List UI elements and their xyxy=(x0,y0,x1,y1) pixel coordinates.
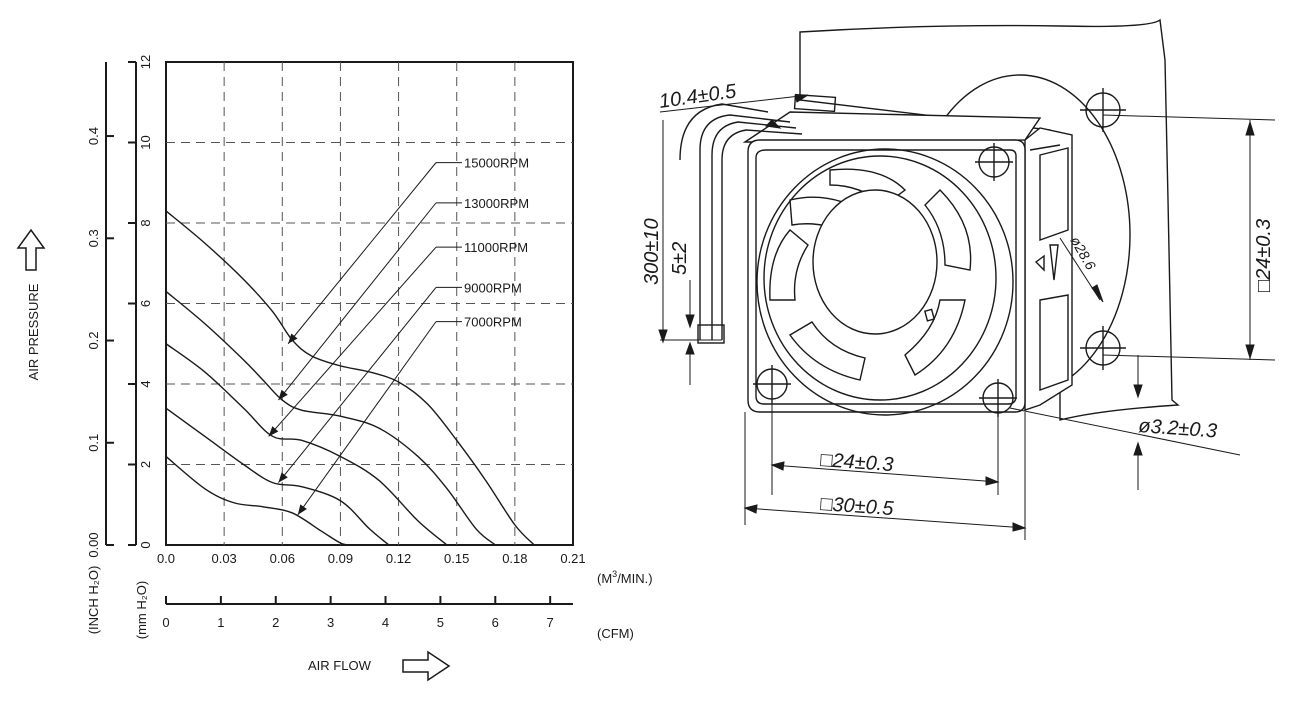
leader-arrow-icon xyxy=(297,504,307,515)
dimension-lines xyxy=(658,94,1276,540)
y-tick-mm-label: 10 xyxy=(138,135,153,149)
series-label: 9000RPM xyxy=(464,280,522,295)
x-tick-label: 0.0 xyxy=(157,551,175,566)
x-ticks-m3: 0.0 0.03 0.06 0.09 0.12 0.15 0.18 0.21 xyxy=(157,551,586,566)
x-tick-label: 0.03 xyxy=(211,551,236,566)
x-tick-label: 0.15 xyxy=(444,551,469,566)
x2-tick-label: 2 xyxy=(272,615,279,630)
x-tick-label: 0.21 xyxy=(560,551,585,566)
y-tick-mm-label: 0 xyxy=(138,541,153,548)
y-ticks-inch: 0.00 0.1 0.2 0.3 0.4 xyxy=(86,127,114,558)
y-tick-mm-label: 4 xyxy=(138,380,153,387)
leader-arrow-icon xyxy=(278,389,288,401)
x-ticks-cfm: 0 1 2 3 4 5 6 7 xyxy=(162,596,554,630)
y-tick-inch-label: 0.1 xyxy=(86,434,101,452)
venturi-outer xyxy=(756,148,1014,416)
lead-wires xyxy=(679,103,803,344)
series-label: 15000RPM xyxy=(464,156,529,171)
x2-tick-label: 6 xyxy=(492,615,499,630)
x2-tick-label: 4 xyxy=(382,615,389,630)
hub-mark xyxy=(923,308,936,322)
y-tick-inch-label: 0.3 xyxy=(86,229,101,247)
x2-tick-label: 0 xyxy=(162,615,169,630)
frame-hole-br xyxy=(979,379,1017,417)
series-line xyxy=(165,343,448,546)
dim-strip: 5±2 xyxy=(669,242,691,275)
leader-line xyxy=(278,287,437,483)
arrow-right-icon xyxy=(402,650,451,682)
leader-line xyxy=(278,202,437,401)
series-labels: 15000RPM 13000RPM 11000RPM 9000RPM 7000RPM xyxy=(268,156,529,516)
series-curves xyxy=(165,210,535,546)
x2-tick-label: 7 xyxy=(547,615,554,630)
plate-hole-top xyxy=(1080,88,1126,132)
y-unit-inch-label: (INCH H₂O) xyxy=(86,566,101,635)
arrow-up-icon xyxy=(16,228,46,271)
frame-hole-bl xyxy=(753,365,791,403)
leader-arrow-icon xyxy=(278,472,288,483)
leader-arrow-icon xyxy=(288,333,298,344)
top-clip xyxy=(793,93,837,113)
series-label: 7000RPM xyxy=(464,315,522,330)
y-tick-inch-label: 0.2 xyxy=(86,331,101,349)
x2-tick-label: 1 xyxy=(217,615,224,630)
x-tick-label: 0.18 xyxy=(502,551,527,566)
fan-frame-inner xyxy=(755,149,1017,405)
y-tick-mm-label: 8 xyxy=(138,219,153,226)
y-tick-inch-label: 0.4 xyxy=(86,127,101,145)
x2-unit-label: (CFM) xyxy=(597,626,634,641)
dim-hole-pitch-h: □24±0.3 xyxy=(820,449,894,476)
dim-frame: □30±0.5 xyxy=(820,493,895,520)
plate-hole-bottom xyxy=(1080,326,1126,370)
y-tick-mm-label: 6 xyxy=(138,300,153,307)
dim-cable-length: 300±10 xyxy=(641,218,663,285)
series-line xyxy=(165,407,390,546)
x-axis-title: AIR FLOW xyxy=(308,658,372,673)
series-label: 11000RPM xyxy=(464,240,528,255)
mounting-plate xyxy=(799,18,1180,421)
x-tick-label: 0.12 xyxy=(386,551,411,566)
dimension-labels: 10.4±0.5 300±10 5±2 □24±0.3 □24±0.3 □30±… xyxy=(641,80,1275,520)
x-unit-label: (M3/MIN.) xyxy=(597,569,653,586)
dim-hole: ø3.2±0.3 xyxy=(1138,415,1218,442)
x2-tick-label: 3 xyxy=(327,615,334,630)
y-unit-mm-label: (mm H₂O) xyxy=(134,581,149,639)
side-window-bottom xyxy=(1039,294,1069,391)
y-axis-title: AIR PRESSURE xyxy=(26,283,41,380)
side-window-top xyxy=(1039,147,1069,241)
series-label: 13000RPM xyxy=(464,196,529,211)
series-line xyxy=(165,455,351,546)
venturi-inner xyxy=(763,155,997,401)
side-slot-top xyxy=(1029,144,1061,151)
x2-tick-label: 5 xyxy=(437,615,444,630)
series-line xyxy=(165,290,496,546)
series-line xyxy=(165,210,535,546)
frame-hole-tl xyxy=(975,143,1013,181)
leader-line xyxy=(297,321,437,516)
grid-lines xyxy=(166,62,573,545)
x-tick-label: 0.09 xyxy=(328,551,353,566)
fan-hub xyxy=(812,189,938,335)
fan-side xyxy=(1024,127,1073,411)
airflow-arrow-icon xyxy=(1049,244,1059,281)
fan-blades xyxy=(769,168,972,381)
fan-dimension-drawing xyxy=(679,18,1180,421)
leader-line xyxy=(268,246,437,437)
y-tick-inch-label: 0.00 xyxy=(86,532,101,557)
dim-hole-pitch-v: □24±0.3 xyxy=(1253,219,1275,292)
leader-arrow-icon xyxy=(268,426,279,437)
y-tick-mm-label: 12 xyxy=(138,55,153,69)
rotation-arrow-icon xyxy=(1034,254,1045,272)
y-ticks-mm: 0 2 4 6 8 10 12 xyxy=(128,55,153,549)
leader-line xyxy=(287,162,437,345)
x-tick-label: 0.06 xyxy=(270,551,295,566)
y-tick-mm-label: 2 xyxy=(138,461,153,468)
